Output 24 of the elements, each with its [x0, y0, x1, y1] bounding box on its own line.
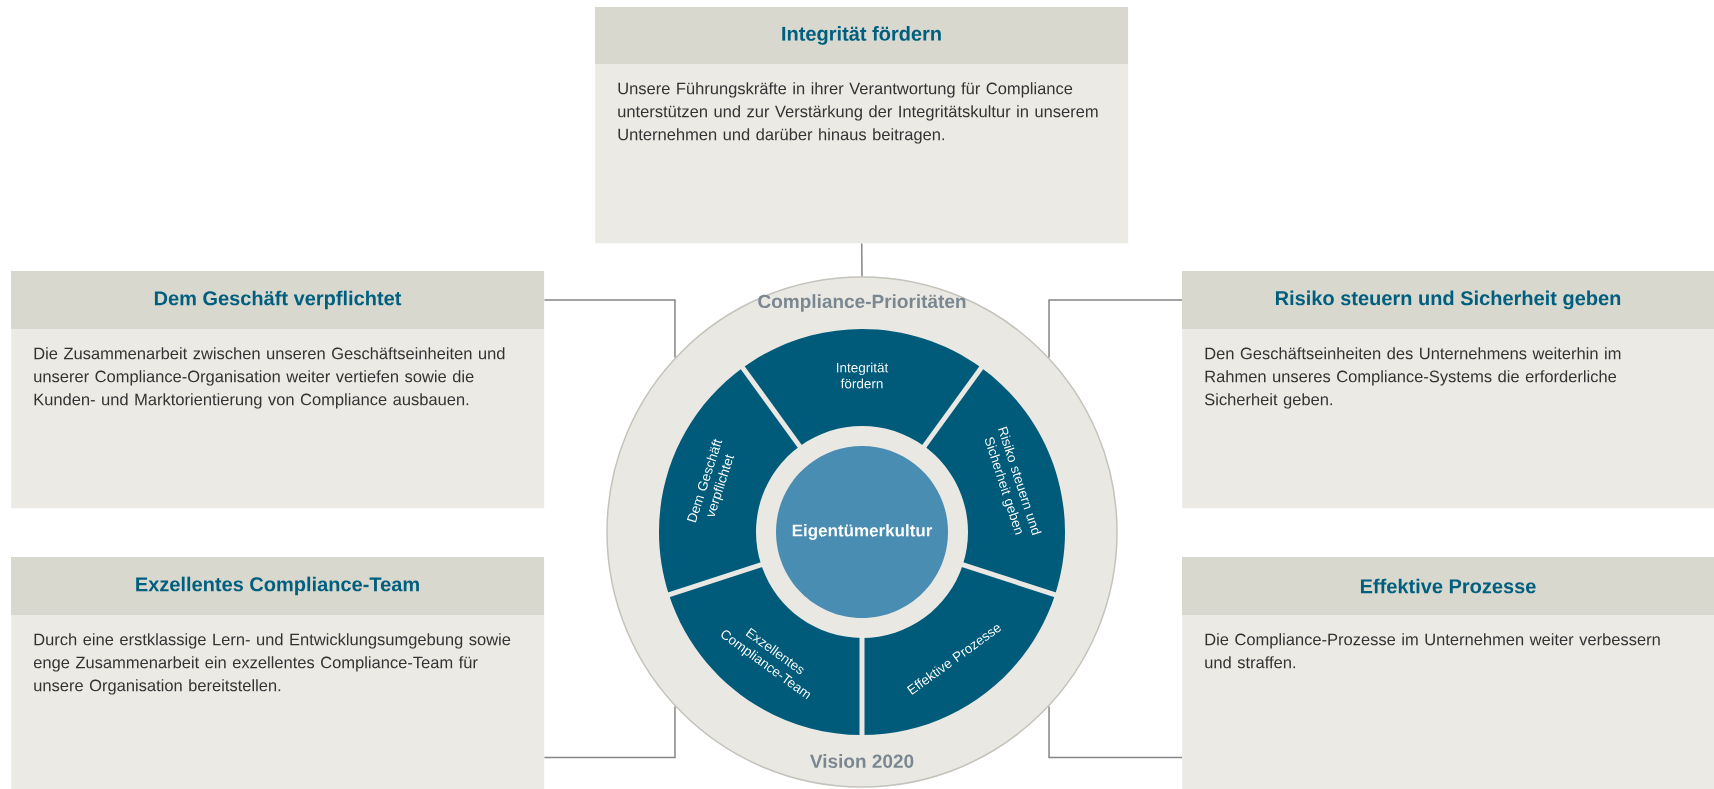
card-heading: Exzellentes Compliance-Team [136, 576, 419, 596]
card-heading: Effektive Prozesse [1360, 578, 1536, 594]
connector-line [860, 242, 863, 277]
info-card [1182, 271, 1714, 509]
ring-label: Vision 2020 [810, 754, 914, 768]
connector-line [543, 705, 676, 759]
card-text: Die Zusammenarbeit zwischen unseren Geschäftseinheiten und unserer Compliance-Organisation weiter vertiefen sowie die Kunden- und Marktorientierung von Compliance ausbauen. [34, 347, 505, 409]
card-text: Den Geschäftseinheiten des Unternehmens weiterhin im Rahmen unseres Compliance-Systems die erforderliche Sicherheit geben. [1204, 347, 1621, 409]
info-card [11, 557, 545, 789]
node-label: Integrität fördern [836, 362, 889, 389]
info-card [11, 271, 545, 509]
card-text: Durch eine erstklassige Lern- und Entwicklungsumgebung sowie enge Zusammenarbeit ein exzellentes Compliance-Team für unsere Organisation bereitstellen. [33, 633, 511, 695]
connector-line [1048, 705, 1183, 759]
card-heading: Risiko steuern und Sicherheit geben [1275, 290, 1621, 310]
info-card [1182, 557, 1714, 789]
info-card [595, 7, 1129, 244]
connector-line [1048, 299, 1183, 359]
card-text: Die Compliance-Prozesse im Unternehmen weiter verbessern und straffen. [1205, 633, 1660, 669]
card-text: Unsere Führungskräfte in ihrer Verantwortung für Compliance unterstützen und zur Verstärkung der Integritätskultur in unserem Unternehmen und darüber hinaus beitragen. [618, 82, 1098, 144]
card-heading: Integrität fördern [782, 26, 941, 45]
ring-segment: Integrität fördern [742, 329, 982, 447]
card-heading: Dem Geschäft verpflichtet [154, 290, 402, 310]
connector-line [543, 299, 676, 359]
ring-label: Compliance-Prioritäten [758, 294, 966, 312]
